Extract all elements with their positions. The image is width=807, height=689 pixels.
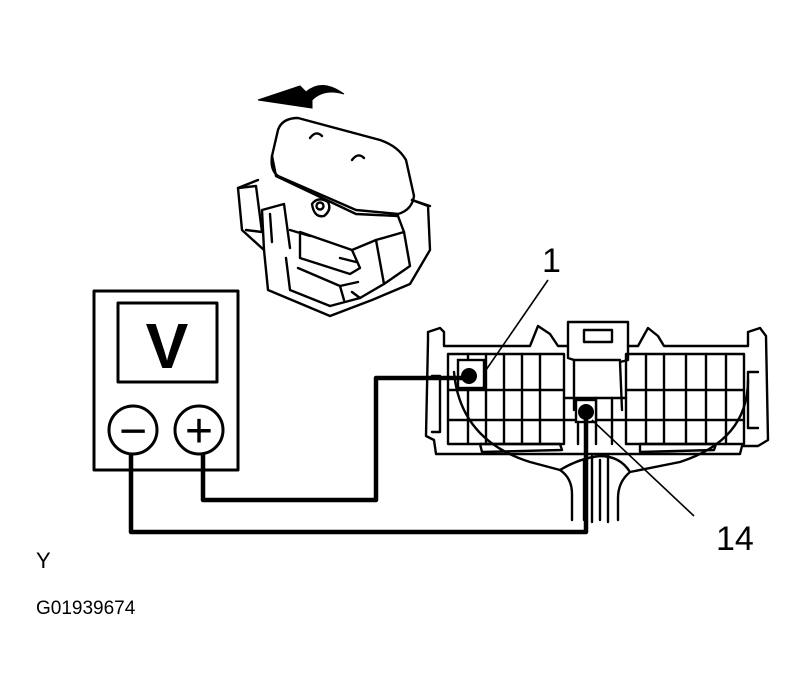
probe-tip-terminal-14	[578, 404, 594, 420]
negative-terminal-symbol: −	[119, 405, 147, 458]
figure-id-label: G01939674	[36, 598, 136, 619]
positive-test-lead	[200, 375, 466, 503]
voltmeter: V − +	[92, 289, 240, 472]
negative-test-lead	[128, 414, 589, 535]
callout-label-14: 14	[716, 520, 754, 558]
meter-display	[116, 301, 219, 384]
view-code-label: Y	[36, 548, 51, 573]
positive-terminal	[173, 404, 225, 456]
meter-display-label: V	[146, 310, 189, 382]
positive-terminal-symbol: +	[185, 405, 213, 458]
callout-label-1: 1	[542, 242, 561, 280]
callout-line-1	[485, 279, 549, 371]
connector	[424, 320, 770, 524]
rotation-arrow-icon	[257, 85, 345, 109]
window-switch	[236, 116, 432, 318]
callout-line-14	[591, 419, 695, 517]
